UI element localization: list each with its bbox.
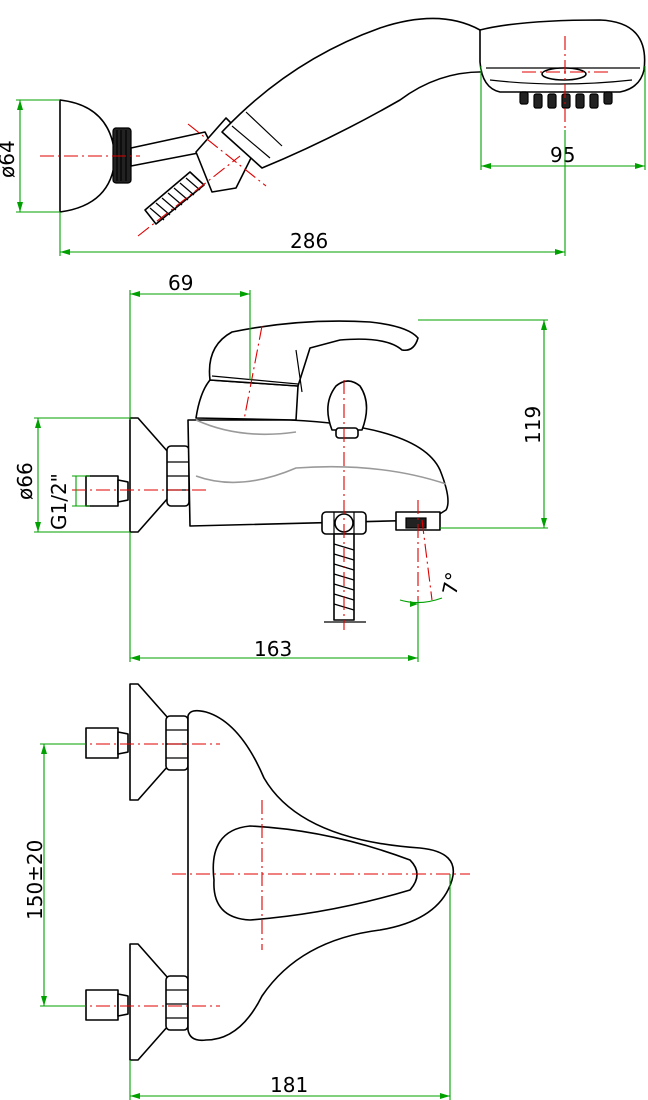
- dim-label: 69: [168, 271, 193, 295]
- dim-label: 163: [254, 637, 292, 661]
- shower-head: [479, 19, 646, 93]
- dim-centers: 150±20: [23, 743, 86, 1007]
- wall-cover-upper: [129, 683, 169, 801]
- shower-handle: [221, 17, 489, 169]
- dim-diameter-cover: ø66: [13, 417, 130, 533]
- wall-cover: [129, 417, 169, 533]
- nut-lower: [165, 975, 189, 1031]
- inlet-upper: [85, 727, 119, 759]
- dim-diameter-wall: ø64: [0, 99, 60, 213]
- dim-label: 7°: [437, 570, 465, 597]
- dim-angle: 7°: [399, 570, 466, 607]
- dim-inlet-to-lever: 69: [129, 271, 251, 420]
- spray-nozzles: [519, 91, 613, 109]
- mixer-side-view: 69 119 ø66 G1/2" 7°: [13, 271, 548, 662]
- dim-label: G1/2": [47, 473, 71, 530]
- dim-label: 119: [521, 406, 545, 444]
- dim-label: 181: [270, 1073, 308, 1097]
- lever-plan: [212, 825, 418, 921]
- dim-width: 181: [129, 874, 451, 1100]
- hose-side: [324, 533, 366, 623]
- dim-total-length: 286: [59, 130, 566, 256]
- nut-upper: [165, 715, 189, 771]
- inlet-connector: [85, 475, 119, 507]
- mixer-lever: [208, 320, 419, 387]
- dim-label: 95: [550, 143, 575, 167]
- mixer-plan-view: 150±20 181: [23, 683, 470, 1100]
- inlet-lower: [85, 989, 119, 1021]
- mixer-body: [187, 419, 449, 527]
- spray-selector: [541, 67, 587, 81]
- hose-top: [144, 171, 205, 225]
- dim-depth: 163: [129, 532, 419, 662]
- dim-head-length: 95: [480, 66, 646, 170]
- dim-label: 150±20: [23, 840, 47, 920]
- dim-label: 286: [290, 229, 328, 253]
- hand-shower-view: ø64 95 286: [0, 17, 646, 256]
- dim-label: ø64: [0, 140, 19, 178]
- dim-height: 119: [418, 319, 548, 529]
- dim-label: ø66: [13, 462, 37, 500]
- diverter-knob: [327, 380, 368, 431]
- dim-thread: G1/2": [47, 473, 90, 530]
- wall-cover-lower: [129, 943, 169, 1061]
- cartridge-base: [195, 379, 299, 421]
